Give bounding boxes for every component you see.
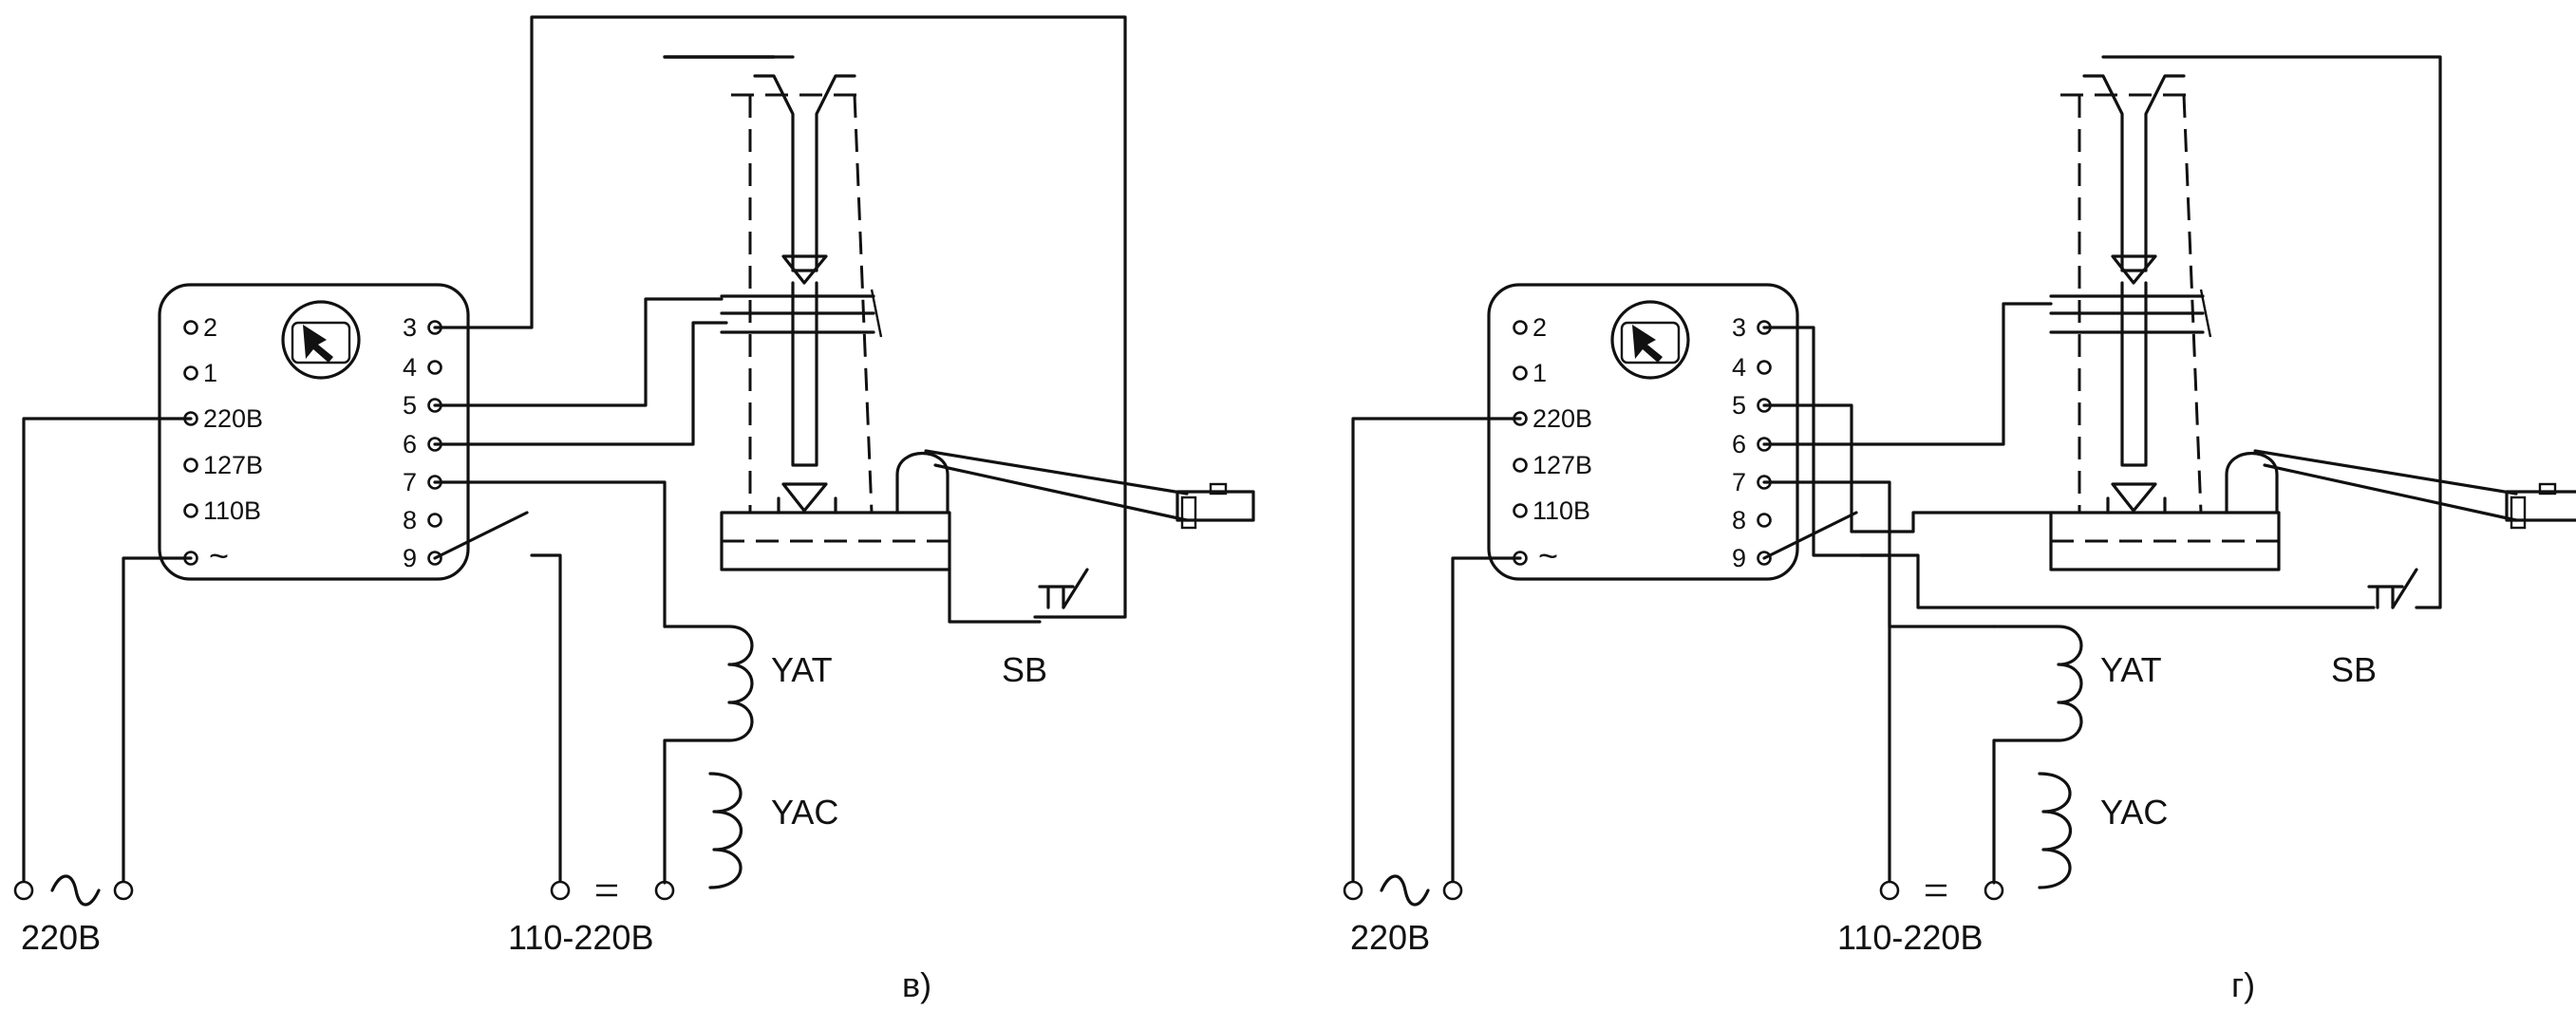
diagram-v-label-yat: YAT	[771, 650, 833, 689]
diagram-v-term-4: 4	[403, 353, 417, 382]
diagram-g-label-yat: YAT	[2100, 650, 2162, 689]
diagram-v-dc-voltage: 110-220В	[508, 918, 653, 957]
diagram-g-label-sb: SB	[2331, 650, 2377, 689]
diagram-g-term-2: 2	[1532, 313, 1547, 342]
diagram-v-term-6: 6	[403, 430, 417, 458]
diagram-g-term-9: 9	[1732, 544, 1746, 572]
diagram-g-label-yac: YAC	[2100, 793, 2168, 832]
diagram-v-label-sb: SB	[1002, 650, 1047, 689]
diagram-v-term-110: 110В	[203, 496, 261, 525]
diagram-g-wiring	[1762, 55, 2442, 628]
diagram-v-term-2: 2	[203, 313, 217, 342]
diagram-v-term-127: 127В	[203, 451, 263, 479]
diagram-g-term-1: 1	[1532, 359, 1547, 387]
diagram-v-term-5: 5	[403, 391, 417, 420]
diagram-v-term-ac: ~	[209, 536, 229, 575]
diagram-g: 2 1 220В 127В 110В ~ 3 4 5 6 7 8 9 YAT Y…	[1343, 55, 2576, 1004]
diagram-v-term-8: 8	[403, 506, 417, 534]
diagram-g-term-5: 5	[1732, 391, 1746, 420]
diagram-g-term-127: 127В	[1532, 451, 1592, 479]
diagram-v-caption: в)	[902, 965, 931, 1004]
diagram-g-term-110: 110В	[1532, 496, 1590, 525]
diagram-g-term-ac: ~	[1538, 536, 1558, 575]
diagram-v-term-220: 220В	[203, 404, 263, 433]
diagram-g-term-220: 220В	[1532, 404, 1592, 433]
diagram-g-dc-voltage: 110-220В	[1837, 918, 1983, 957]
diagram-g-caption: г)	[2231, 965, 2255, 1004]
diagram-v-wiring	[433, 15, 1127, 628]
diagram-v-term-9: 9	[403, 544, 417, 572]
diagram-v-label-yac: YAC	[771, 793, 838, 832]
diagram-g-term-7: 7	[1732, 468, 1746, 496]
diagram-v-ac-voltage: 220В	[21, 918, 101, 957]
diagram-g-term-8: 8	[1732, 506, 1746, 534]
diagram-g-term-4: 4	[1732, 353, 1746, 382]
diagram-g-term-6: 6	[1732, 430, 1746, 458]
diagram-v-term-1: 1	[203, 359, 217, 387]
diagram-g-drawing	[1343, 74, 2576, 907]
diagram-g-term-3: 3	[1732, 313, 1746, 342]
diagram-v-term-3: 3	[403, 313, 417, 342]
diagram-v-term-7: 7	[403, 468, 417, 496]
diagram-g-ac-voltage: 220В	[1350, 918, 1430, 957]
diagram-v: 2 1 220В 127В 110В ~ 3 4 5 6 7 8 9 YAT Y…	[13, 15, 1255, 1004]
diagram-v-drawing	[13, 74, 1255, 907]
